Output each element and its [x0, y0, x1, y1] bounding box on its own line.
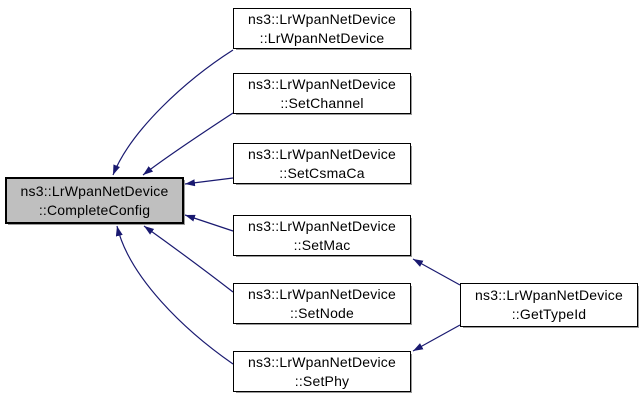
node-label-line2: ::GetTypeId — [511, 306, 587, 322]
node-label-line1: ns3::LrWpanNetDevice — [248, 10, 396, 27]
node-label-line1: ns3::LrWpanNetDevice — [248, 75, 396, 92]
node-label-line2: ::SetChannel — [280, 94, 364, 111]
node-setnode[interactable]: ns3::LrWpanNetDevice ::SetNode — [233, 283, 411, 324]
node-label-line1: ns3::LrWpanNetDevice — [248, 145, 396, 162]
node-label-line2: ::SetMac — [293, 236, 351, 253]
node-setmac[interactable]: ns3::LrWpanNetDevice ::SetMac — [233, 215, 411, 256]
edge-gettypeid-to-setmac — [412, 258, 461, 286]
edge-setchannel-to-completeconfig — [142, 112, 234, 176]
node-lrwpannetdevice-constructor[interactable]: ns3::LrWpanNetDevice ::LrWpanNetDevice — [233, 8, 411, 49]
node-label-line2: ::CompleteConfig — [38, 201, 151, 218]
edge-setphy-to-completeconfig — [115, 225, 234, 365]
edge-setcsmaca-to-completeconfig — [184, 177, 234, 187]
edge-gettypeid-to-setphy — [412, 324, 461, 352]
node-gettypeid[interactable]: ns3::LrWpanNetDevice ::GetTypeId — [460, 283, 638, 327]
edge-setnode-to-completeconfig — [143, 225, 234, 293]
edge-setmac-to-completeconfig — [184, 214, 234, 232]
node-setchannel[interactable]: ns3::LrWpanNetDevice ::SetChannel — [233, 73, 411, 114]
node-label-line2: ::LrWpanNetDevice — [259, 29, 385, 46]
node-label-line1: ns3::LrWpanNetDevice — [248, 353, 396, 370]
node-label-line1: ns3::LrWpanNetDevice — [248, 285, 396, 302]
node-setcsmaca[interactable]: ns3::LrWpanNetDevice ::SetCsmaCa — [233, 143, 411, 184]
node-label-line1: ns3::LrWpanNetDevice — [475, 287, 623, 303]
node-label-line2: ::SetPhy — [294, 372, 350, 389]
edge-constructor-to-completeconfig — [112, 49, 234, 176]
node-label-line1: ns3::LrWpanNetDevice — [20, 182, 169, 199]
node-label-line2: ::SetNode — [289, 304, 355, 321]
node-label-line1: ns3::LrWpanNetDevice — [248, 217, 396, 234]
node-completeconfig: ns3::LrWpanNetDevice ::CompleteConfig — [5, 177, 184, 224]
node-label-line2: ::SetCsmaCa — [279, 164, 365, 181]
node-setphy[interactable]: ns3::LrWpanNetDevice ::SetPhy — [233, 351, 411, 392]
